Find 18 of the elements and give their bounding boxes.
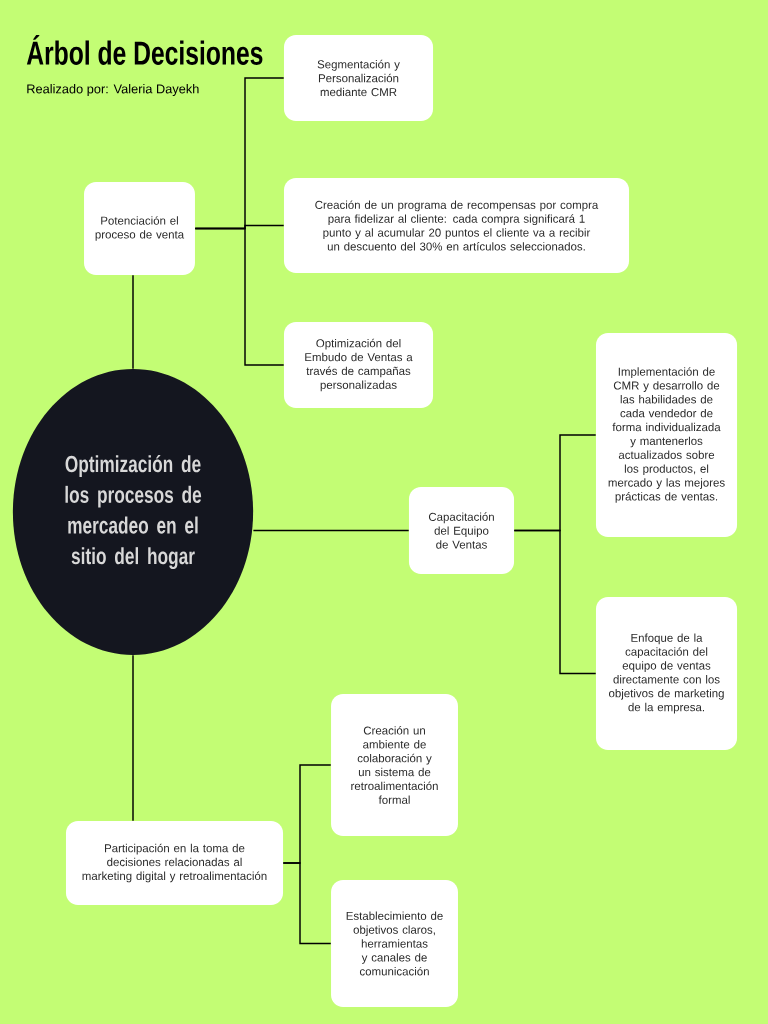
- connector-line: [194, 227, 285, 366]
- text-box: Participación en la toma de decisiones relacionadas al marketing digital y retroalimentación: [66, 821, 284, 905]
- text-box: Creación un ambiente de colaboración y un sistema de retroalimentación formal: [331, 694, 458, 836]
- text-box: Segmentación y Personalización mediante CMR: [284, 35, 434, 121]
- text-box: Enfoque de la capacitación del equipo de ventas directamente con los objetivos de marketing de la empresa.: [596, 596, 738, 751]
- connector-line: [513, 529, 597, 675]
- connector-line: [132, 274, 134, 370]
- connector-line: [252, 529, 410, 532]
- title: Árbol de Decisiones: [26, 35, 263, 65]
- text-box: Capacitación del Equipo de Ventas: [408, 487, 515, 574]
- connector-line: [282, 862, 332, 945]
- text-box: Optimización del Embudo de Ventas a través de campañas personalizadas: [284, 322, 434, 408]
- text-box: Implementación de CMR y desarrollo de las habilidades de cada vendedor de forma individualizada y mantenerlos actualizados sobre los productos, el mercado y las mejores prácticas de ventas.: [596, 333, 738, 537]
- text-box: Establecimiento de objetivos claros, herramientas y canales de comunicación: [331, 880, 458, 1007]
- connector-line: [132, 654, 134, 822]
- author-line: Realizado por: Valeria Dayekh: [27, 84, 199, 96]
- text-box: Potenciación el proceso de venta: [84, 182, 195, 276]
- text-box: Creación de un programa de recompensas por compra para fidelizar al cliente: cada compra significará 1 punto y al acumular 20 puntos el cliente va a recibir un descuento del 30% en artículos seleccionados.: [284, 178, 630, 273]
